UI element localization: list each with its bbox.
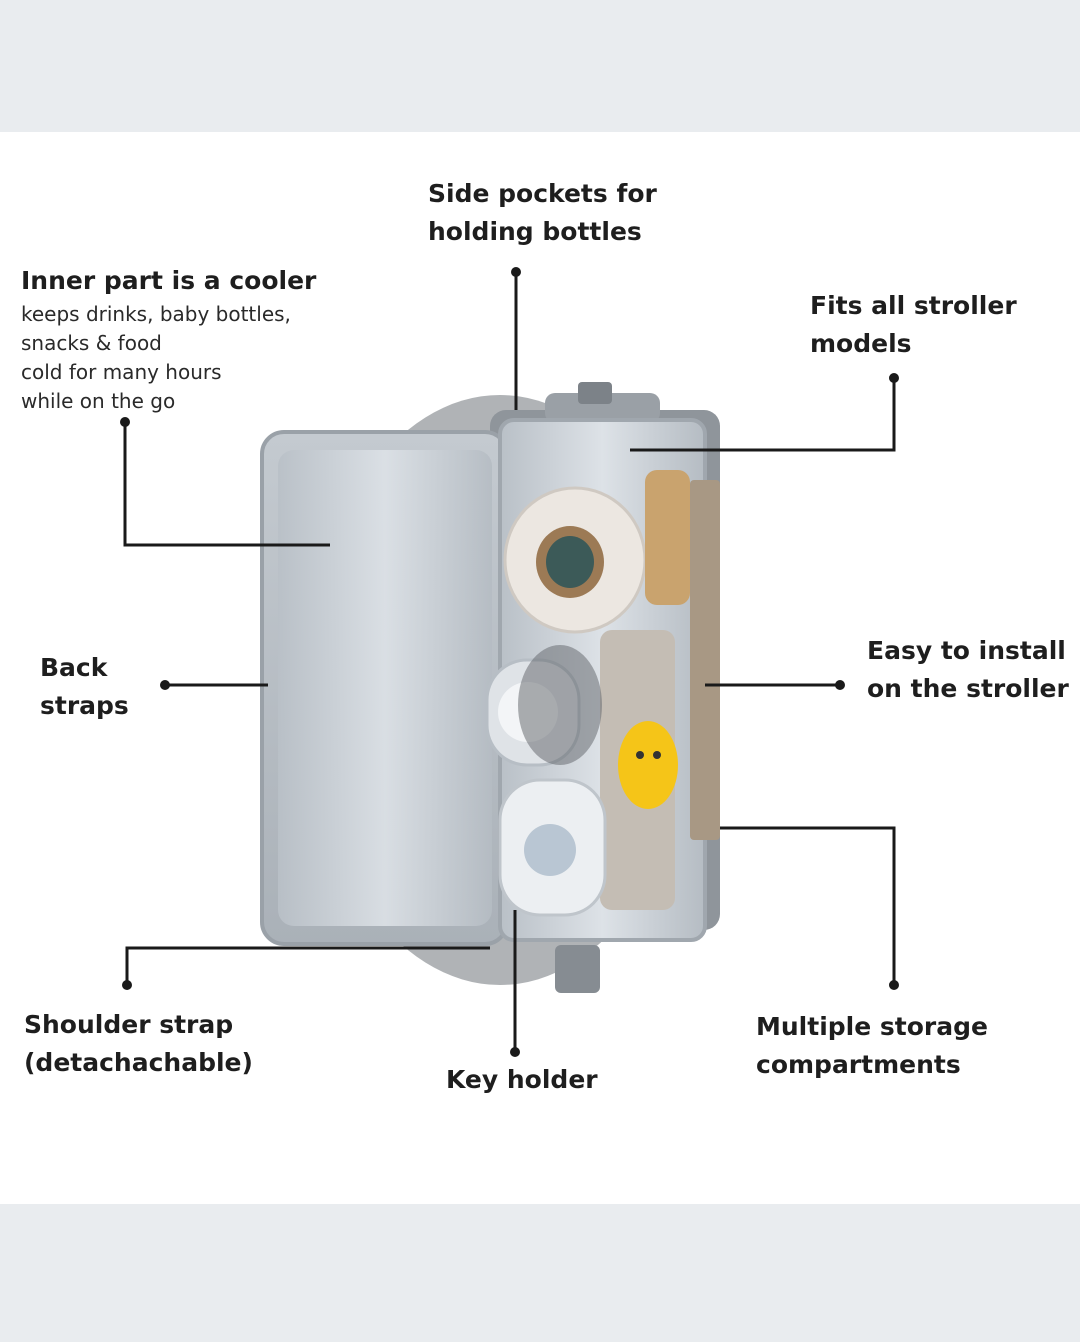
callout-inner-cooler: Inner part is a cooler keeps drinks, bab… <box>21 262 316 416</box>
callout-fits-stroller: Fits all stroller models <box>810 287 1017 363</box>
storage-line1: Multiple storage <box>756 1012 988 1041</box>
inner-cooler-title: Inner part is a cooler <box>21 266 317 295</box>
leader-fits-stroller <box>630 378 896 452</box>
callout-key-holder: Key holder <box>446 1061 598 1099</box>
shoulder-strap-line1: Shoulder strap <box>24 1010 234 1039</box>
leader-dots <box>120 267 899 1057</box>
leader-shoulder-strap <box>125 946 490 985</box>
back-straps-line1: Back <box>40 653 108 682</box>
fits-stroller-line2: models <box>810 329 912 358</box>
leader-lines <box>123 272 896 1052</box>
storage-line2: compartments <box>756 1050 961 1079</box>
wooden-toy <box>645 470 690 605</box>
callout-side-pockets: Side pockets for holding bottles <box>428 175 657 251</box>
easy-install-line1: Easy to install <box>867 636 1066 665</box>
side-book <box>690 480 720 840</box>
key-holder-line1: Key holder <box>446 1065 598 1094</box>
bottom-clip <box>555 945 600 993</box>
inner-cooler-desc1: keeps drinks, baby bottles, <box>21 302 291 326</box>
bottom-gray-band <box>0 1204 1080 1342</box>
handle-clip <box>578 382 612 404</box>
cooler-lid-inner <box>278 450 492 926</box>
top-handle <box>545 393 660 423</box>
inner-cooler-desc3: cold for many hours <box>21 360 222 384</box>
inner-cooler-desc2: snacks & food <box>21 331 162 355</box>
top-gray-band <box>0 0 1080 132</box>
callout-back-straps: Back straps <box>40 649 129 725</box>
leader-inner-cooler <box>123 422 330 547</box>
bottle-bowl <box>518 645 602 765</box>
leader-storage <box>720 826 896 985</box>
inner-cooler-desc4: while on the go <box>21 389 176 413</box>
side-pockets-line1: Side pockets for <box>428 179 657 208</box>
callout-easy-install: Easy to install on the stroller <box>867 632 1069 708</box>
easy-install-line2: on the stroller <box>867 674 1069 703</box>
fits-stroller-line1: Fits all stroller <box>810 291 1017 320</box>
back-straps-line2: straps <box>40 691 129 720</box>
teether <box>618 721 678 809</box>
side-pockets-line2: holding bottles <box>428 217 642 246</box>
callout-shoulder-strap: Shoulder strap (detachachable) <box>24 1006 253 1082</box>
callout-storage: Multiple storage compartments <box>756 1008 988 1084</box>
shoulder-strap-line2: (detachachable) <box>24 1048 253 1077</box>
